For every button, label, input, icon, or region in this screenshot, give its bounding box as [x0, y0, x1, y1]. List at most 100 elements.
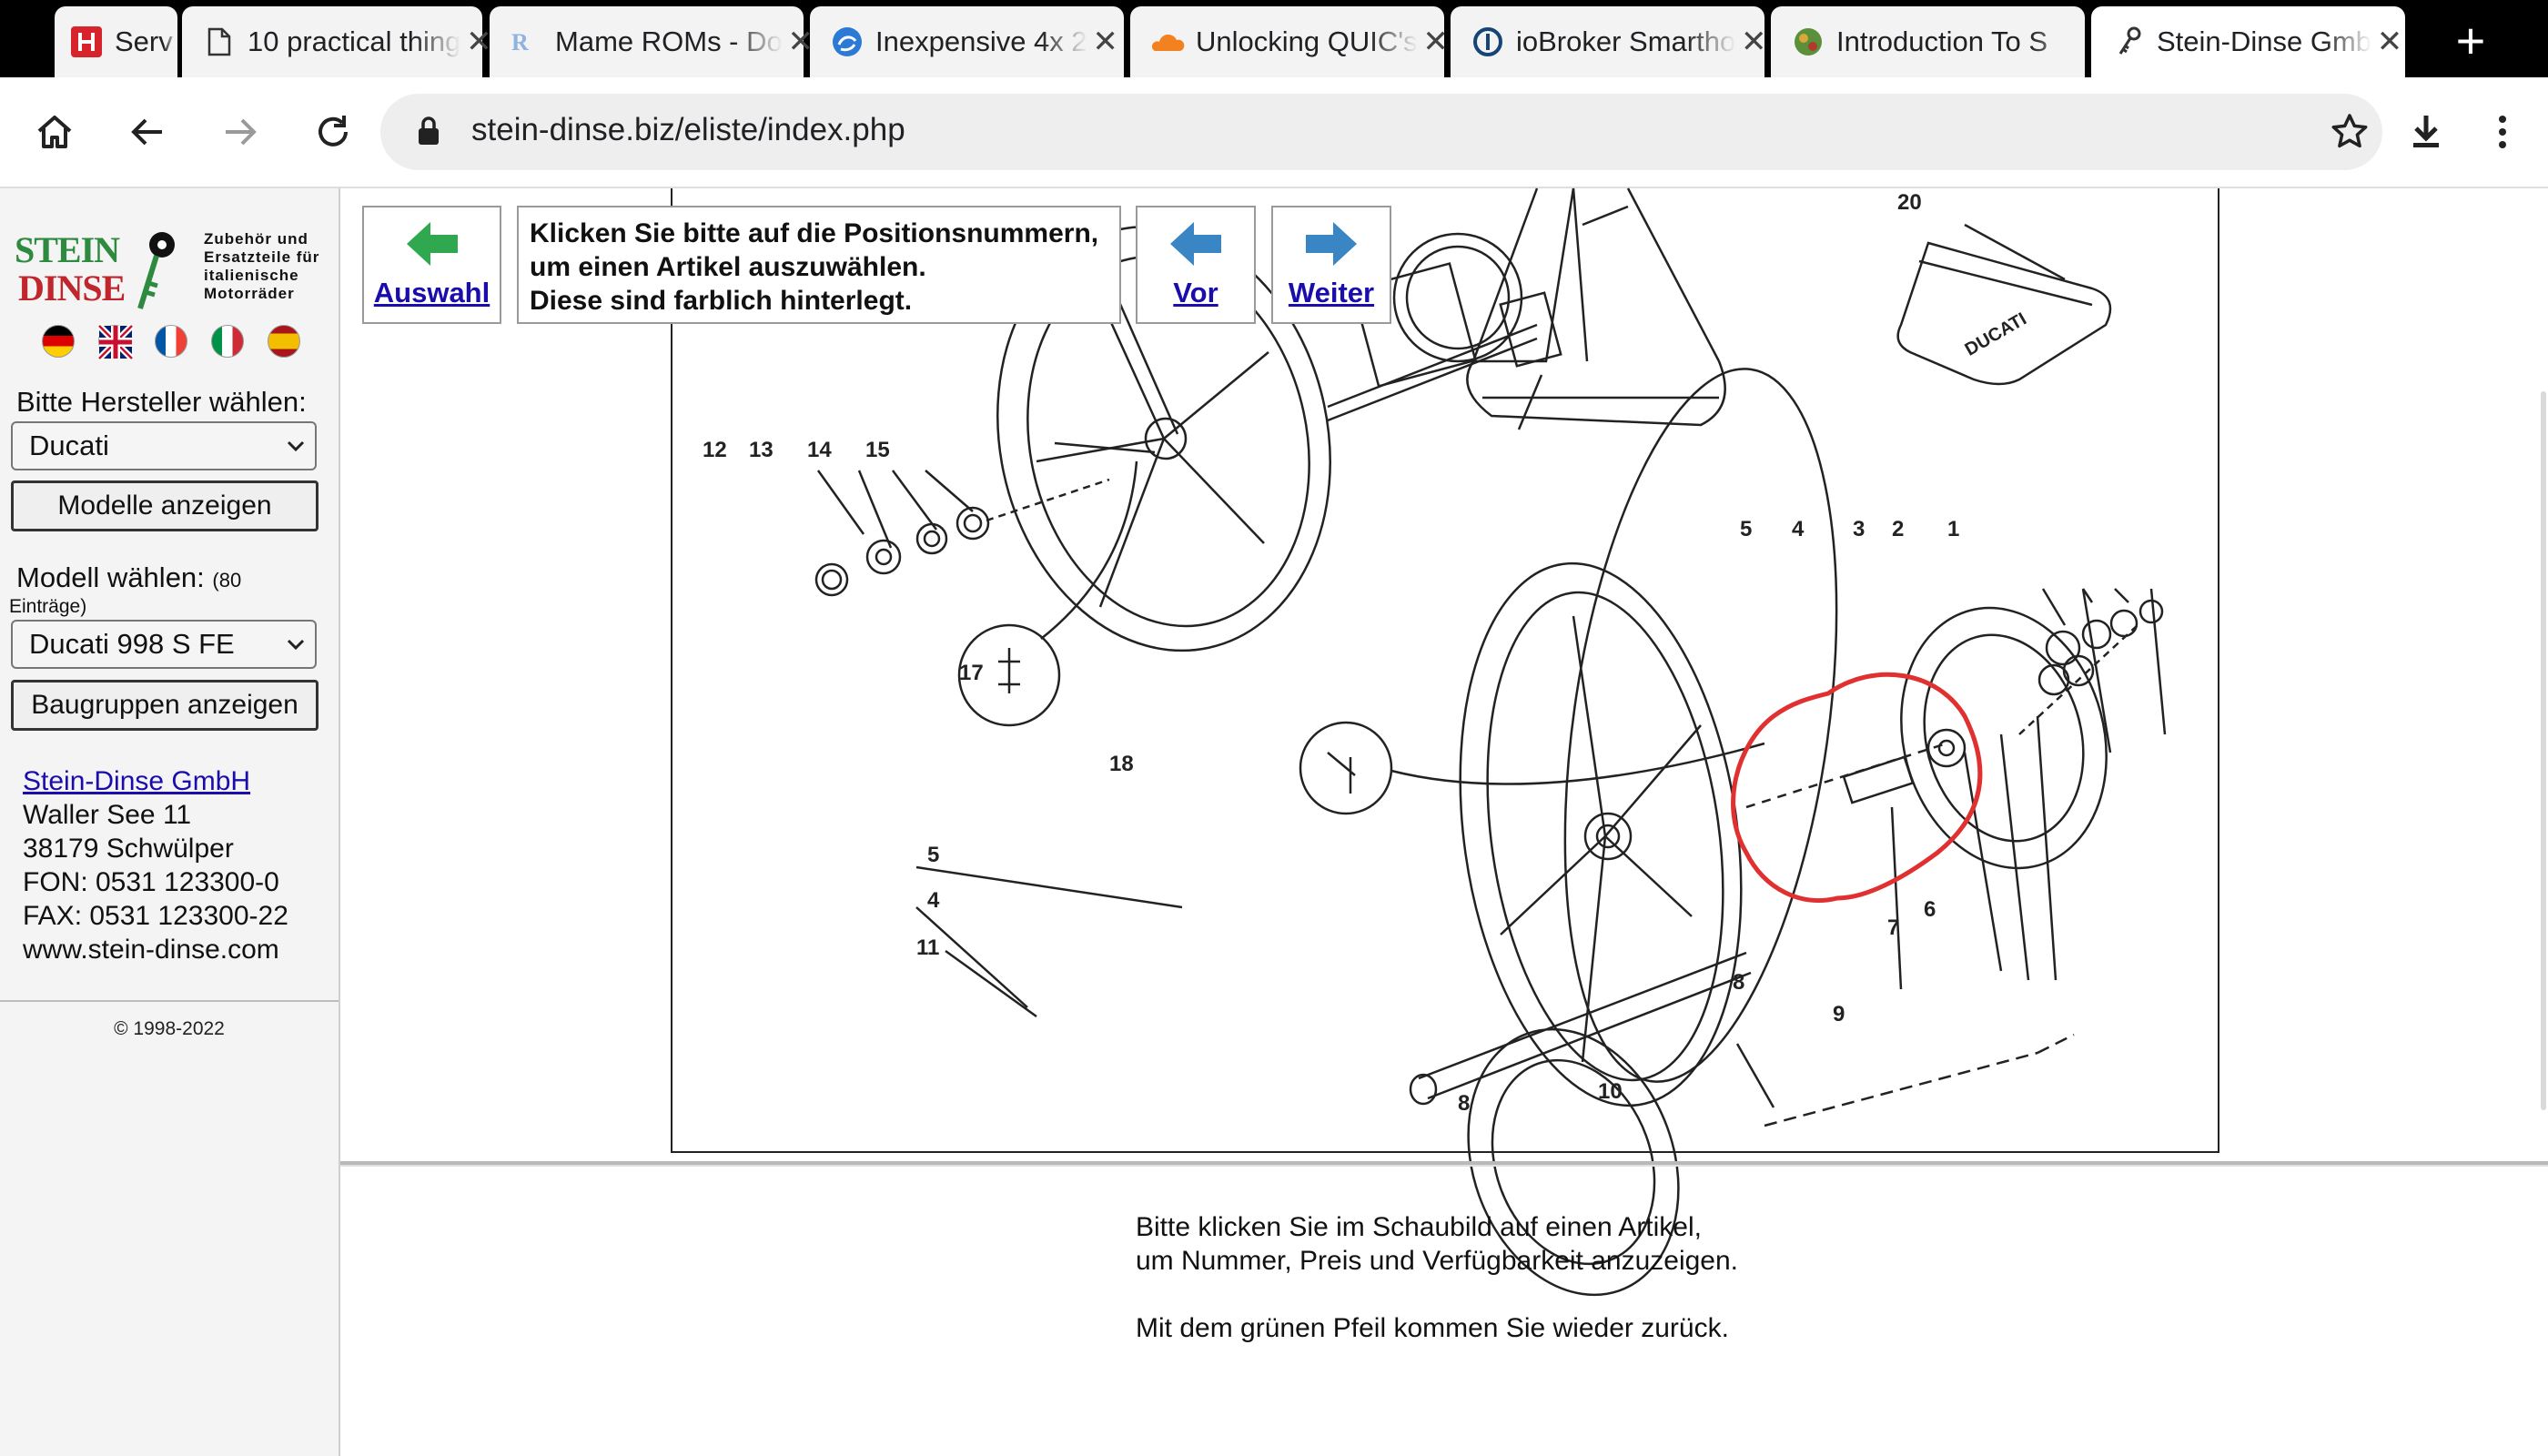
language-flags: [42, 323, 300, 361]
parts-diagram[interactable]: DUCATI 20 12 13 14 15 5 4 3 2 1 17 18 5 …: [671, 187, 2219, 1297]
pos-15: 15: [865, 438, 890, 462]
green-left-arrow-icon: [364, 220, 500, 268]
tab-stein-dinse[interactable]: Stein-Dinse Gmb ✕: [2091, 6, 2405, 77]
blue-swirl-icon: [832, 26, 863, 57]
blue-right-arrow-icon: [1273, 220, 1390, 268]
pos-20: 20: [1897, 190, 1922, 215]
company-link[interactable]: Stein-Dinse GmbH: [23, 766, 251, 796]
tab-title: Mame ROMs - Do: [555, 25, 783, 57]
menu-kebab-icon[interactable]: [2475, 105, 2530, 159]
pos-8-left: 8: [1458, 1091, 1470, 1116]
tab-title: 10 practical thing: [248, 25, 461, 57]
blue-left-arrow-icon: [1138, 220, 1254, 268]
document-icon: [204, 26, 235, 57]
close-tab-icon[interactable]: ✕: [787, 25, 814, 59]
pos-10: 10: [1598, 1079, 1623, 1104]
flag-germany-icon[interactable]: [42, 325, 75, 358]
url-text: stein-dinse.biz/eliste/index.php: [471, 112, 905, 147]
tab-serv[interactable]: Serv: [55, 6, 177, 77]
tab-title: Unlocking QUIC's: [1196, 25, 1418, 57]
cloud-icon: [1151, 26, 1185, 57]
forward-arrow-icon[interactable]: [213, 105, 268, 159]
model-count: (80: [212, 569, 242, 592]
iobroker-icon: [1472, 26, 1503, 57]
manufacturer-value: Ducati: [29, 430, 109, 461]
tab-iobroker[interactable]: ioBroker Smartho ✕: [1451, 6, 1766, 77]
model-select[interactable]: Ducati 998 S FE: [11, 620, 317, 669]
pos-17: 17: [959, 661, 984, 685]
close-tab-icon[interactable]: ✕: [1740, 25, 1767, 59]
pos-5-right: 5: [1740, 517, 1752, 541]
next-button[interactable]: Weiter: [1271, 206, 1391, 324]
tab-inexpensive[interactable]: Inexpensive 4x 2 ✕: [810, 6, 1124, 77]
lock-icon: [417, 116, 440, 151]
address-phone: FON: 0531 123300-0: [23, 867, 279, 897]
flag-spain-icon[interactable]: [268, 325, 300, 358]
instruction-box: Klicken Sie bitte auf die Positionsnumme…: [517, 206, 1121, 324]
tab-title: Stein-Dinse Gmb: [2157, 25, 2372, 57]
svg-text:R: R: [511, 29, 529, 56]
pos-8-right: 8: [1733, 970, 1744, 995]
logo-stein: STEIN: [15, 229, 120, 270]
tab-introduction[interactable]: Introduction To S: [1771, 6, 2085, 77]
flag-italy-icon[interactable]: [211, 325, 244, 358]
download-icon[interactable]: [2399, 105, 2453, 159]
close-tab-icon[interactable]: ✕: [2376, 25, 2403, 59]
show-groups-button[interactable]: Baugruppen anzeigen: [11, 680, 318, 731]
pos-14: 14: [807, 438, 832, 462]
h-square-icon: [71, 26, 102, 57]
tab-title: Introduction To S: [1836, 25, 2048, 57]
pos-4-right: 4: [1792, 517, 1805, 541]
tab-mame-roms[interactable]: R Mame ROMs - Do ✕: [490, 6, 814, 77]
manufacturer-select[interactable]: Ducati: [11, 421, 317, 470]
globe-icon: [1793, 26, 1824, 57]
tab-unlocking-quic[interactable]: Unlocking QUIC's ✕: [1130, 6, 1449, 77]
back-arrow-icon[interactable]: [120, 105, 175, 159]
address-street: Waller See 11: [23, 800, 192, 830]
stein-dinse-logo[interactable]: STEIN DINSE Zubehör und Ersatzteile für …: [15, 225, 333, 334]
model-count-suffix: Einträge): [9, 596, 87, 617]
pos-12: 12: [703, 438, 727, 462]
close-tab-icon[interactable]: ✕: [1092, 25, 1118, 59]
frame-divider[interactable]: [340, 1161, 2548, 1165]
model-label: Modell wählen: (80: [16, 561, 242, 593]
tab-practical-things[interactable]: 10 practical thing ✕: [182, 6, 492, 77]
pos-11: 11: [916, 935, 939, 960]
show-models-button[interactable]: Modelle anzeigen: [11, 480, 318, 531]
back-hint: Mit dem grünen Pfeil kommen Sie wieder z…: [1136, 1313, 1729, 1343]
tab-strip: Serv 10 practical thing ✕ R Mame ROMs - …: [0, 0, 2548, 77]
close-tab-icon[interactable]: ✕: [466, 25, 492, 59]
wheel-exploded-drawing: DUCATI 20 12 13 14 15 5 4 3 2 1 17 18 5 …: [703, 187, 2167, 1297]
pos-9: 9: [1833, 1002, 1845, 1026]
new-tab-button[interactable]: +: [2455, 12, 2486, 69]
back-label: Auswahl: [373, 277, 490, 308]
close-tab-icon[interactable]: ✕: [1422, 25, 1449, 59]
pos-7: 7: [1887, 915, 1899, 940]
pos-4-left: 4: [927, 888, 940, 913]
pos-3: 3: [1853, 517, 1865, 541]
flag-france-icon[interactable]: [155, 325, 187, 358]
company-address: Stein-Dinse GmbH Waller See 11 38179 Sch…: [23, 764, 288, 966]
frame-divider-shadow: [340, 1165, 2548, 1167]
browser-toolbar: stein-dinse.biz/eliste/index.php: [0, 77, 2548, 188]
address-web: www.stein-dinse.com: [23, 935, 279, 965]
previous-label: Vor: [1173, 277, 1218, 308]
address-bar[interactable]: stein-dinse.biz/eliste/index.php: [380, 94, 2382, 170]
chevron-down-icon: [286, 423, 306, 482]
scrollbar-thumb[interactable]: [2541, 391, 2546, 1110]
pos-6: 6: [1924, 897, 1936, 922]
stand-label: DUCATI: [1962, 309, 2030, 360]
back-to-selection-button[interactable]: Auswahl: [362, 206, 501, 324]
address-fax: FAX: 0531 123300-22: [23, 901, 288, 931]
flag-uk-icon[interactable]: [96, 323, 135, 361]
sidebar: STEIN DINSE Zubehör und Ersatzteile für …: [0, 188, 340, 1456]
logo-tagline: Zubehör und Ersatzteile für italienische…: [204, 230, 320, 302]
tab-title: Inexpensive 4x 2: [875, 25, 1087, 57]
bookmark-star-icon[interactable]: [2322, 105, 2377, 159]
pos-13: 13: [749, 438, 774, 462]
pos-1: 1: [1947, 517, 1959, 541]
home-icon[interactable]: [27, 105, 82, 159]
reload-icon[interactable]: [306, 105, 360, 159]
chevron-down-icon: [286, 622, 306, 681]
previous-button[interactable]: Vor: [1136, 206, 1256, 324]
